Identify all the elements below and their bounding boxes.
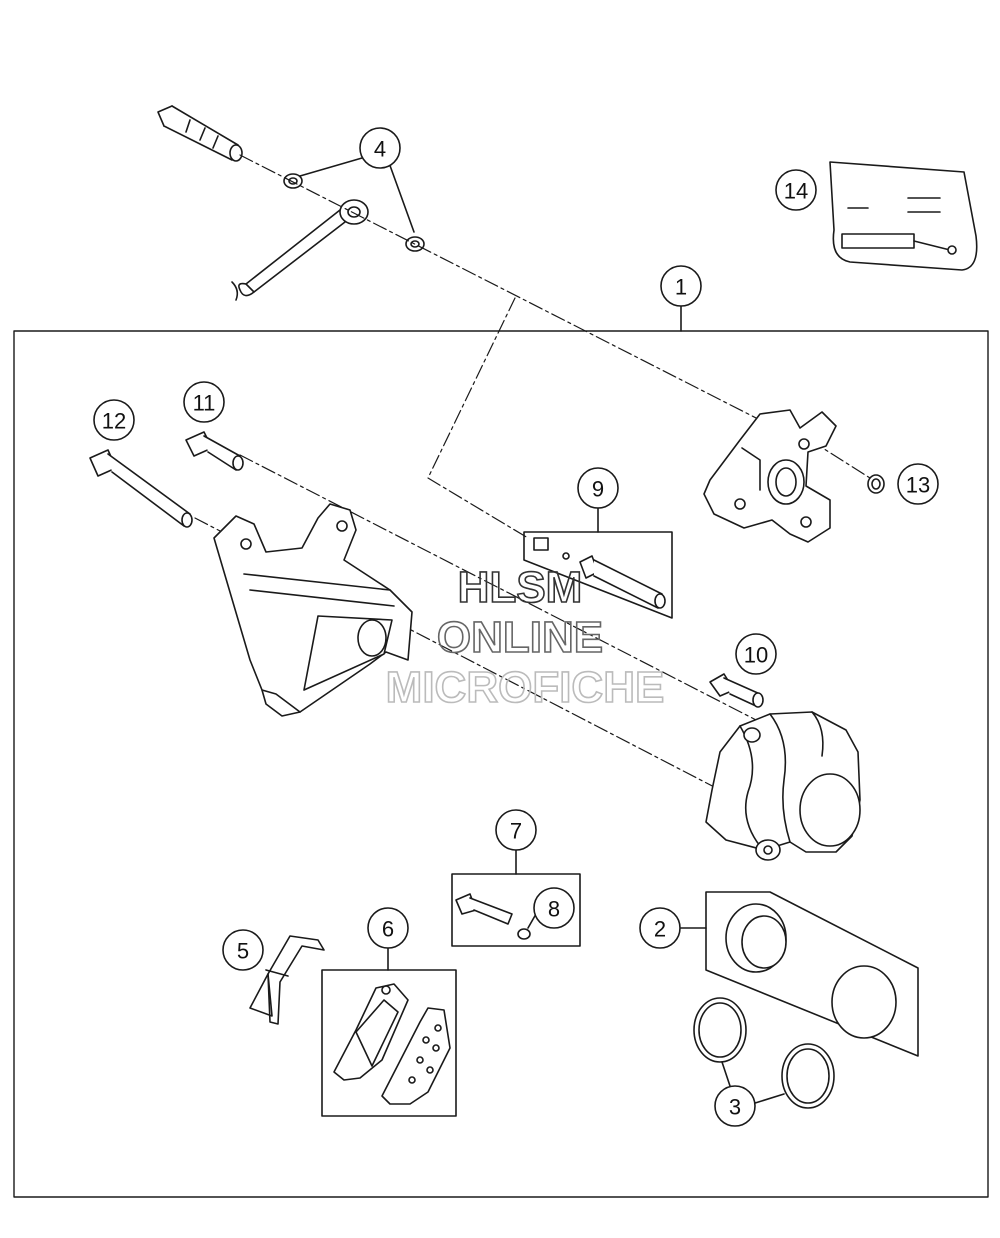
bolt-11 (185, 431, 244, 471)
leader-4a (299, 157, 363, 177)
callout-circle-13 (897, 463, 939, 505)
pad-spring-5 (249, 935, 325, 1025)
callout-label-7: 7 (510, 819, 522, 844)
callout-label-1: 1 (675, 275, 687, 300)
leader-8 (527, 913, 537, 929)
kit-box-2 (680, 891, 919, 1057)
assembly-axis-lines (194, 154, 871, 791)
callout-12: 12 (93, 399, 135, 441)
kit-box-9 (523, 505, 673, 619)
callout-label-9: 9 (592, 477, 604, 502)
caliper-carrier (703, 409, 837, 543)
bolt-12 (89, 449, 193, 528)
callout-label-4: 4 (374, 137, 386, 162)
callout-circle-3 (714, 1085, 756, 1127)
leader-4b (387, 159, 415, 233)
callout-14: 14 (775, 169, 817, 211)
callout-label-12: 12 (102, 409, 126, 434)
callout-11: 11 (183, 381, 225, 423)
callout-label-2: 2 (654, 917, 666, 942)
callout-3: 3 (714, 1085, 756, 1127)
callout-9: 9 (577, 467, 619, 509)
callout-8: 8 (533, 887, 575, 929)
leader-3 (721, 1061, 785, 1105)
caliper-bracket (213, 503, 413, 717)
callout-2: 2 (639, 907, 681, 949)
grease-sachet-14 (829, 161, 978, 271)
callout-circle-8 (533, 887, 575, 929)
bolt-10 (709, 673, 764, 708)
watermark: HLSM ONLINE MICROFICHE (385, 562, 665, 713)
callout-label-14: 14 (784, 179, 808, 204)
callout-circle-4 (359, 127, 401, 169)
callout-label-6: 6 (382, 917, 394, 942)
watermark-line2: ONLINE (437, 613, 603, 662)
callout-label-3: 3 (729, 1095, 741, 1120)
piston-seals-3 (693, 997, 835, 1109)
callout-circle-6 (367, 907, 409, 949)
callout-label-10: 10 (744, 643, 768, 668)
callout-10: 10 (735, 633, 777, 675)
callout-circle-5 (222, 929, 264, 971)
callout-label-8: 8 (548, 897, 560, 922)
assembly-frame (13, 330, 989, 1198)
callout-label-11: 11 (193, 391, 216, 416)
callout-circle-10 (735, 633, 777, 675)
callout-1: 1 (660, 265, 702, 307)
watermark-line3: MICROFICHE (386, 663, 665, 712)
watermark-line1: HLSM (458, 563, 583, 612)
callout-4: 4 (359, 127, 401, 169)
callout-circle-11 (183, 381, 225, 423)
callout-7: 7 (495, 809, 537, 851)
callout-circle-7 (495, 809, 537, 851)
callout-13: 13 (897, 463, 939, 505)
caliper-body (705, 711, 861, 861)
callout-6: 6 (367, 907, 409, 949)
callout-label-13: 13 (906, 473, 930, 498)
callout-circle-14 (775, 169, 817, 211)
callout-label-5: 5 (237, 939, 249, 964)
callout-circle-12 (93, 399, 135, 441)
callout-5: 5 (222, 929, 264, 971)
callout-circle-9 (577, 467, 619, 509)
kit-box-6 (321, 945, 457, 1117)
washer-13 (867, 474, 885, 494)
banjo-bolt-assembly (157, 105, 425, 301)
callout-circle-1 (660, 265, 702, 307)
callout-circle-2 (639, 907, 681, 949)
kit-box-7 (451, 849, 581, 947)
